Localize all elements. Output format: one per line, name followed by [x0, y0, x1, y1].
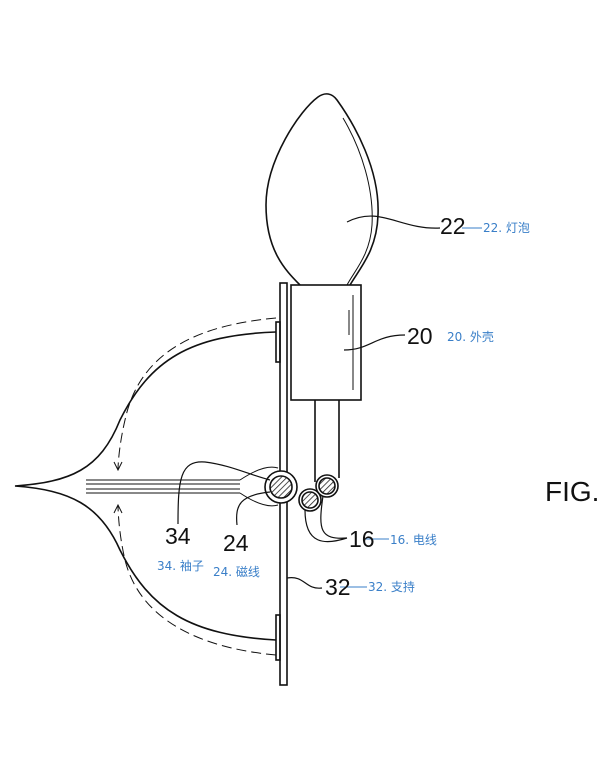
magnet-wire — [269, 475, 293, 499]
part-number-34: 34 — [165, 523, 191, 549]
part-number-22: 22 — [440, 213, 466, 239]
part-number-24: 24 — [223, 530, 249, 556]
bulb — [265, 93, 379, 286]
part-number-16: 16 — [349, 526, 375, 552]
figure-label: FIG. — [545, 476, 600, 507]
part-number-32: 32 — [325, 574, 351, 600]
housing — [290, 284, 362, 401]
annotation-sleeve: 34. 袖子 — [157, 559, 204, 573]
annotation-bulb: 22. 灯泡 — [483, 221, 530, 235]
annotation-magnet-wire: 24. 磁线 — [213, 565, 260, 579]
annotation-housing: 20. 外壳 — [447, 330, 494, 344]
sleeve-outline — [14, 331, 277, 641]
annotation-electric-wire: 16. 电线 — [390, 533, 437, 547]
annotation-support: 32. 支持 — [368, 580, 415, 594]
part-number-20: 20 — [407, 323, 433, 349]
